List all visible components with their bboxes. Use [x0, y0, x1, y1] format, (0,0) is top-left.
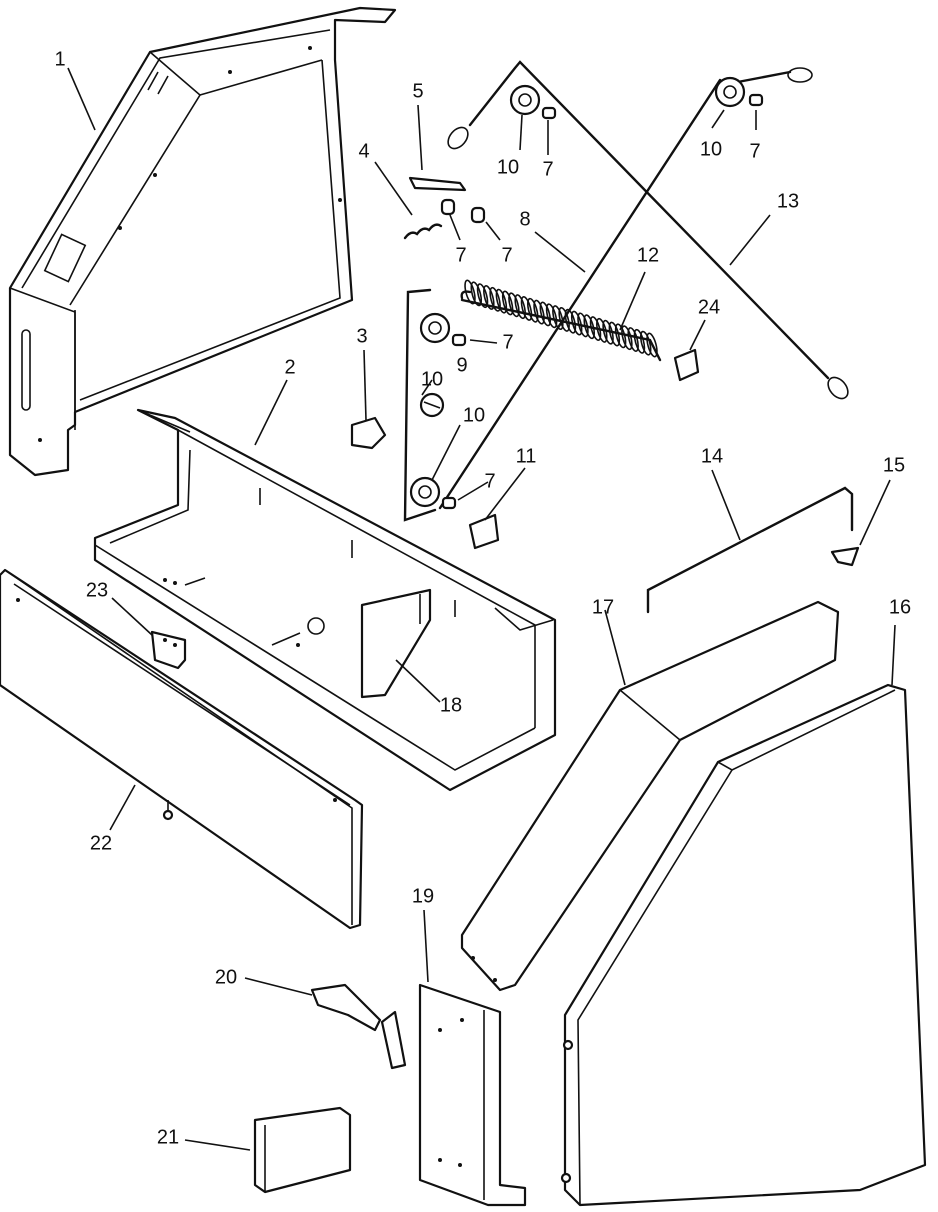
callout-13: 13: [777, 190, 799, 212]
spring-coil: [614, 323, 627, 349]
spring-coil: [545, 303, 558, 329]
callout-7b: 7: [749, 140, 760, 162]
gusset: [360, 588, 432, 699]
spring-coil: [527, 297, 539, 323]
side-frame-left: [8, 6, 397, 477]
spring-coil: [464, 279, 476, 305]
callout-21: 21: [157, 1126, 179, 1148]
callout-22: 22: [90, 832, 112, 854]
spring-coil: [489, 286, 501, 312]
anchor-bracket: [673, 348, 700, 382]
spring-coil: [552, 305, 564, 331]
pulleys: [409, 76, 746, 508]
callout-10a: 10: [497, 156, 519, 178]
callouts: 1 2 3 4 5 7 7 7 7 7 7 8 9 10 10 10 10 11…: [54, 48, 911, 1148]
spring-coil: [483, 285, 495, 310]
spring-coil: [501, 290, 514, 316]
spring-coil: [621, 325, 633, 351]
z-bracket: [253, 1106, 352, 1194]
callout-1: 1: [54, 48, 65, 70]
spring-coil: [508, 292, 520, 318]
callout-8: 8: [519, 208, 530, 230]
bracket: [468, 513, 500, 550]
spring-coil: [627, 327, 639, 352]
long-spring: [460, 279, 662, 362]
latch-handle: [310, 983, 407, 1070]
callout-10d: 10: [463, 404, 485, 426]
angle-bracket: [418, 983, 527, 1207]
cam-knob: [419, 392, 445, 418]
spring-coil: [608, 321, 621, 347]
callout-12: 12: [637, 244, 659, 266]
callout-11: 11: [516, 445, 537, 467]
spring-coil: [514, 294, 526, 320]
spring-coil: [639, 330, 652, 356]
spring-coil: [583, 314, 595, 340]
spring-coil: [533, 299, 545, 325]
tray: [93, 408, 557, 792]
callout-23: 23: [86, 579, 108, 601]
spring-coil: [564, 308, 577, 334]
hinge: [150, 630, 187, 670]
frame-right: [460, 600, 840, 992]
callout-17: 17: [592, 596, 614, 618]
clip: [350, 416, 387, 450]
callout-18: 18: [440, 694, 462, 716]
spring-coil: [577, 312, 589, 338]
callout-10b: 10: [700, 138, 722, 160]
front-panel: [0, 568, 364, 930]
link-bar: [408, 176, 467, 192]
spring-coil: [520, 296, 533, 321]
callout-9: 9: [456, 354, 467, 376]
callout-7d: 7: [501, 244, 512, 266]
callout-19: 19: [412, 885, 434, 907]
cables: [403, 60, 849, 522]
callout-3: 3: [356, 325, 367, 347]
spring-coil: [476, 283, 489, 309]
callout-15: 15: [883, 454, 905, 476]
spacers: [440, 93, 764, 510]
callout-20: 20: [215, 966, 237, 988]
callout-24: 24: [698, 296, 720, 318]
callout-2: 2: [284, 356, 295, 378]
side-panel-right: [560, 683, 927, 1207]
callout-7e: 7: [502, 331, 513, 353]
spring-coil: [470, 281, 483, 307]
spring-coil: [539, 301, 552, 327]
spring-coil: [646, 332, 658, 358]
callout-4: 4: [358, 140, 369, 162]
rod: [646, 486, 854, 614]
callout-10c: 10: [421, 368, 443, 390]
retainer: [830, 546, 860, 567]
leader-lines: [67, 67, 896, 1151]
spring-coil: [495, 288, 508, 314]
callout-5: 5: [412, 80, 423, 102]
spring-coil: [633, 328, 646, 354]
callout-7c: 7: [455, 244, 466, 266]
small-spring: [403, 223, 443, 240]
callout-16: 16: [889, 596, 911, 618]
spring-coil: [589, 316, 602, 341]
spring-coil: [558, 306, 570, 332]
spring-coil: [602, 319, 614, 345]
spring-coil: [570, 310, 583, 336]
callout-7a: 7: [542, 158, 553, 180]
callout-7f: 7: [484, 470, 495, 492]
spring-coil: [596, 317, 608, 343]
callout-14: 14: [701, 445, 723, 467]
